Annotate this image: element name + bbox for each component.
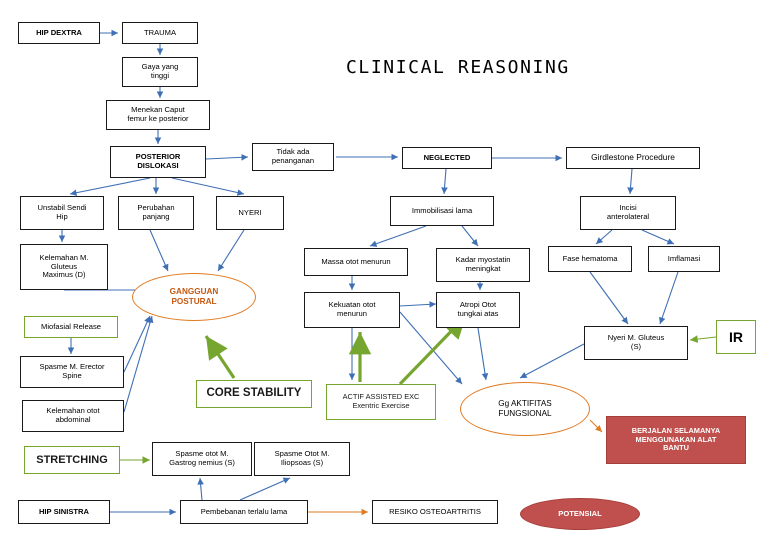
node-imflamasi[interactable]: Imflamasi bbox=[648, 246, 720, 272]
node-incisi-anterolateral[interactable]: Incisi anterolateral bbox=[580, 196, 676, 230]
node-kadar-myostatin-meningkat[interactable]: Kadar myostatin meningkat bbox=[436, 248, 530, 282]
node-tidak-ada-penanganan[interactable]: Tidak ada penanganan bbox=[252, 143, 334, 171]
node-gg-aktifitas-fungsional[interactable]: Gg AKTIFITAS FUNGSIONAL bbox=[460, 382, 590, 436]
node-unstabil-sendi-hip[interactable]: Unstabil Sendi Hip bbox=[20, 196, 104, 230]
node-stretching[interactable]: STRETCHING bbox=[24, 446, 120, 474]
node-girdlestone-procedure[interactable]: Girdlestone Procedure bbox=[566, 147, 700, 169]
node-perubahan-panjang[interactable]: Perubahan panjang bbox=[118, 196, 194, 230]
node-resiko-osteoartritis[interactable]: RESIKO OSTEOARTRITIS bbox=[372, 500, 498, 524]
node-immobilisasi-lama[interactable]: Immobilisasi lama bbox=[390, 196, 494, 226]
node-core-stability[interactable]: CORE STABILITY bbox=[196, 380, 312, 408]
node-kelemahan-gluteus-maximus[interactable]: Kelemahan M. Gluteus Maximus (D) bbox=[20, 244, 108, 290]
node-kelemahan-otot-abdominal[interactable]: Kelemahan otot abdominal bbox=[22, 400, 124, 432]
node-potensial[interactable]: POTENSIAL bbox=[520, 498, 640, 530]
node-nyeri[interactable]: NYERI bbox=[216, 196, 284, 230]
node-miofasial-release[interactable]: Miofasial Release bbox=[24, 316, 118, 338]
node-menekan-caput-femur[interactable]: Menekan Caput femur ke posterior bbox=[106, 100, 210, 130]
node-atropi-otot-tungkai-atas[interactable]: Atropi Otot tungkai atas bbox=[436, 292, 520, 328]
node-actif-assisted-exc[interactable]: ACTIF ASSISTED EXC Exentric Exercise bbox=[326, 384, 436, 420]
node-posterior-dislokasi[interactable]: POSTERIOR DISLOKASI bbox=[110, 146, 206, 178]
diagram-title: CLINICAL REASONING bbox=[346, 57, 570, 78]
node-trauma[interactable]: TRAUMA bbox=[122, 22, 198, 44]
node-ir[interactable]: IR bbox=[716, 320, 756, 354]
node-hip-sinistra[interactable]: HIP SINISTRA bbox=[18, 500, 110, 524]
node-spasme-m-erector-spine[interactable]: Spasme M. Erector Spine bbox=[20, 356, 124, 388]
node-gangguan-postural[interactable]: GANGGUAN POSTURAL bbox=[132, 273, 256, 321]
node-massa-otot-menurun[interactable]: Massa otot menurun bbox=[304, 248, 408, 276]
node-spasme-gastrocnemius[interactable]: Spasme otot M. Gastrog nemius (S) bbox=[152, 442, 252, 476]
node-spasme-iliopsoas[interactable]: Spasme Otot M. Iliopsoas (S) bbox=[254, 442, 350, 476]
node-gaya-yang-tinggi[interactable]: Gaya yang tinggi bbox=[122, 57, 198, 87]
node-berjalan-selamanya[interactable]: BERJALAN SELAMANYA MENGGUNAKAN ALAT BANT… bbox=[606, 416, 746, 464]
node-hip-dextra[interactable]: HIP DEXTRA bbox=[18, 22, 100, 44]
node-pembebanan-terlalu-lama[interactable]: Pembebanan terlalu lama bbox=[180, 500, 308, 524]
node-neglected[interactable]: NEGLECTED bbox=[402, 147, 492, 169]
node-fase-hematoma[interactable]: Fase hematoma bbox=[548, 246, 632, 272]
node-kekuatan-otot-menurun[interactable]: Kekuatan otot menurun bbox=[304, 292, 400, 328]
node-nyeri-m-gluteus[interactable]: Nyeri M. Gluteus (S) bbox=[584, 326, 688, 360]
